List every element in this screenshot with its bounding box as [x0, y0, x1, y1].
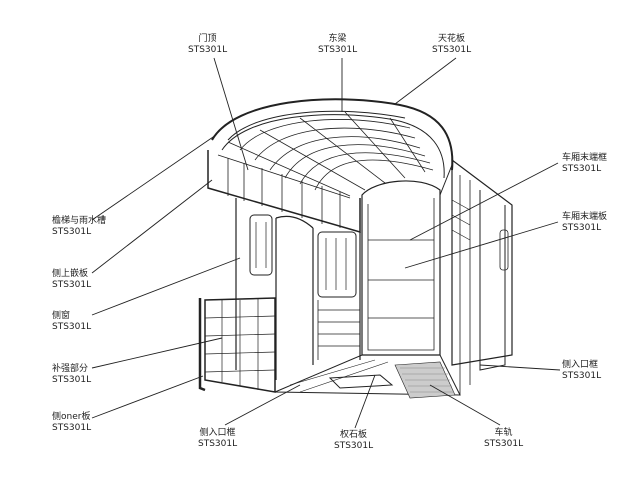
label-end-frame: 车厢末端框 STS301L: [562, 153, 607, 175]
label-material: STS301L: [484, 439, 524, 449]
label-text: 侧入口框: [562, 360, 599, 370]
label-text: 门顶: [198, 34, 217, 44]
label-material: STS301L: [432, 45, 472, 55]
label-material: STS301L: [562, 223, 602, 233]
label-text: 权石板: [340, 430, 368, 440]
label-material: STS301L: [198, 439, 238, 449]
label-end-panel: 车厢末端板 STS301L: [562, 212, 607, 234]
right-side-wall: [451, 158, 513, 366]
label-material: STS301L: [52, 375, 92, 385]
label-material: STS301L: [562, 371, 602, 381]
label-side-entry-frame-bottom: 侧入口框 STS301L: [198, 428, 237, 450]
label-text: 檐梯与雨水槽: [52, 216, 107, 226]
roof-inner-arch: [221, 114, 445, 179]
label-text: 侧窗: [52, 311, 71, 321]
left-side-wall: [235, 198, 361, 370]
label-text: 车轨: [494, 428, 513, 438]
label-roof-beam: 东梁 STS301L: [318, 34, 357, 56]
label-text: 侧上嵌板: [52, 269, 89, 279]
label-door-head: 门顶 STS301L: [188, 34, 227, 56]
label-text: 侧入口框: [199, 428, 236, 438]
roof-outer-arch: [211, 98, 454, 171]
label-material: STS301L: [188, 45, 228, 55]
cant-rail: [207, 150, 361, 233]
label-text: 车厢末端板: [562, 212, 608, 222]
label-ceiling-panel: 天花板 STS301L: [432, 34, 471, 56]
label-text: 补强部分: [52, 364, 89, 374]
label-sill-plate: 权石板 STS301L: [334, 430, 373, 452]
label-material: STS301L: [562, 164, 602, 174]
label-reinforcement: 补强部分 STS301L: [52, 364, 91, 386]
label-eave-gutter: 檐梯与雨水槽 STS301L: [52, 216, 106, 238]
label-side-window: 侧窗 STS301L: [52, 311, 91, 333]
label-upper-side-panel: 侧上嵌板 STS301L: [52, 269, 91, 291]
label-text: 侧oner板: [52, 412, 91, 422]
label-side-entry-frame-right: 侧入口框 STS301L: [562, 360, 601, 382]
label-material: STS301L: [52, 280, 92, 290]
label-text: 车厢末端框: [562, 153, 608, 163]
label-rail: 车轨 STS301L: [484, 428, 523, 450]
end-wall: [361, 180, 441, 356]
floor: [274, 354, 461, 396]
leader-lines: [91, 57, 561, 429]
label-material: STS301L: [52, 227, 92, 237]
label-text: 天花板: [438, 34, 466, 44]
label-material: STS301L: [318, 45, 358, 55]
label-corner-panel: 侧oner板 STS301L: [52, 412, 91, 434]
label-material: STS301L: [334, 441, 374, 451]
label-material: STS301L: [52, 423, 92, 433]
label-material: STS301L: [52, 322, 92, 332]
label-text: 东梁: [328, 34, 347, 44]
